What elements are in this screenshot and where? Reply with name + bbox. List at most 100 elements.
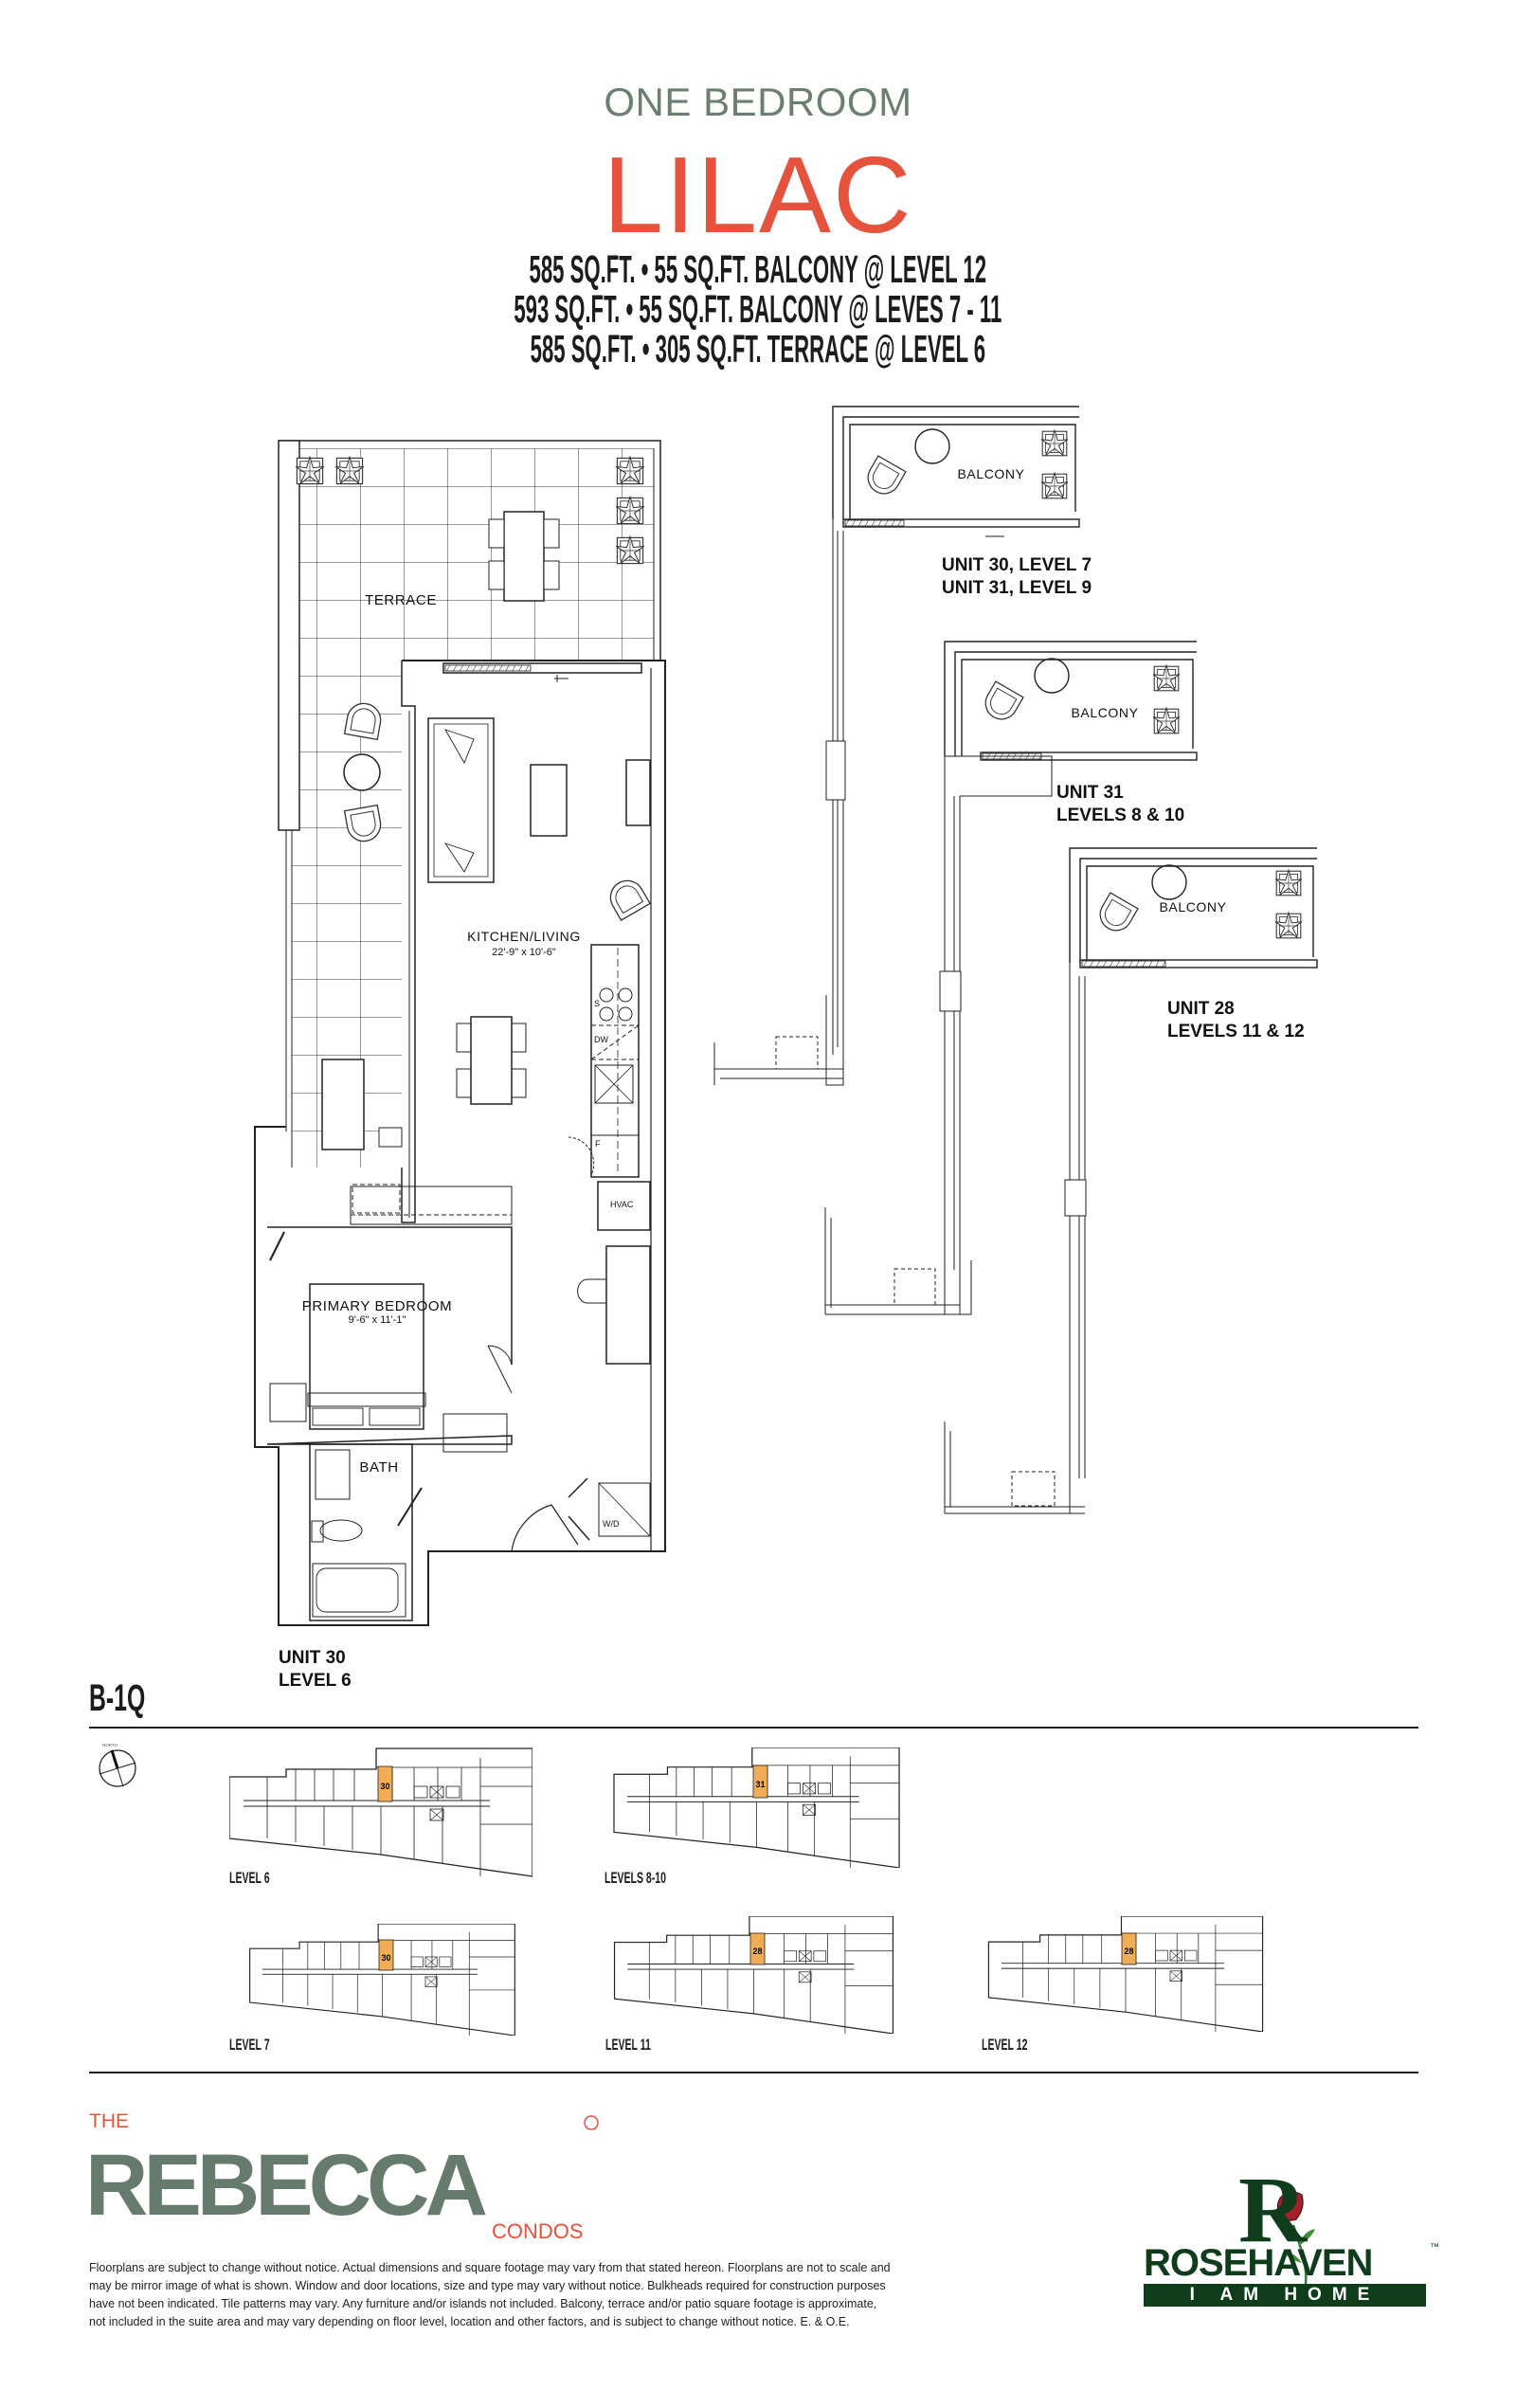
desk	[605, 1245, 651, 1365]
disclaimer-line: may be mirror image of what is shown. Wi…	[89, 2279, 886, 2292]
balcony-plan-unit30-31	[713, 406, 1080, 1086]
hvac-closet	[597, 1181, 651, 1231]
coffee-table	[530, 764, 568, 837]
spec-text: 593 SQ.FT. • 55 SQ.FT. BALCONY @ LEVES 7…	[514, 287, 1002, 331]
room-dims-kitchen-living: 22'-9" x 10'-6"	[492, 947, 556, 958]
label-dishwasher: DW	[594, 1035, 608, 1044]
disclaimer-line: Floorplans are subject to change without…	[89, 2261, 891, 2274]
kitchen-counter	[590, 944, 640, 1178]
divider	[89, 2072, 1418, 2073]
brand-the: THE	[89, 2110, 129, 2132]
terrace-table	[503, 511, 545, 602]
model-name: LILAC	[603, 136, 913, 256]
disclaimer-line: not included in the suite area and may v…	[89, 2315, 850, 2328]
unit-level: LEVEL 6	[279, 1671, 352, 1691]
plant-icon	[615, 535, 645, 565]
compass-label: NORTH	[102, 1743, 117, 1747]
bed	[309, 1283, 424, 1430]
key-plan-levels-8-10: 31	[613, 1747, 900, 1868]
bath	[309, 1443, 413, 1621]
caption-line: LEVELS 8 & 10	[1056, 806, 1185, 825]
disclaimer-line: have not been indicated. Tile patterns m…	[89, 2297, 877, 2310]
bathtub	[312, 1563, 406, 1618]
key-plan-label: LEVEL 6	[229, 1869, 270, 1887]
suite-code: B-1Q	[89, 1677, 146, 1719]
rosehaven-logo: R ROSEHAVEN ™ I AM HOME	[1144, 2157, 1439, 2314]
trademark: ™	[1430, 2242, 1439, 2253]
sofa	[427, 717, 495, 883]
balcony-plan-caption: UNIT 31 LEVELS 8 & 10	[1056, 782, 1184, 827]
label-washer-dryer: W/D	[603, 1519, 620, 1529]
toilet	[319, 1519, 363, 1542]
rosehaven-initial: R	[1238, 2157, 1308, 2262]
terrace-lounger	[321, 1059, 365, 1150]
logo-ring-icon	[584, 2115, 599, 2130]
brand-rebecca-logo: REBECCA	[85, 2137, 488, 2234]
tv-unit	[625, 759, 651, 826]
key-plan-label: LEVEL 11	[605, 2036, 651, 2054]
key-plan-unit-number: 30	[381, 1953, 390, 1963]
balcony-plan-unit28	[944, 847, 1318, 1514]
disclaimer: Floorplans are subject to change without…	[89, 2259, 891, 2331]
key-plan-level-7: 30	[248, 1924, 516, 2036]
main-plan-unit: UNIT 30 LEVEL 6	[279, 1647, 352, 1693]
unit-type-title: ONE BEDROOM	[604, 80, 912, 124]
caption-line: UNIT 30, LEVEL 7	[942, 555, 1092, 575]
caption-line: LEVELS 11 & 12	[1167, 1022, 1305, 1041]
balcony-plan-unit31	[824, 641, 1198, 1315]
key-plan-label: LEVELS 8-10	[605, 1869, 667, 1887]
balcony-label: BALCONY	[957, 466, 1025, 481]
key-plan-label: LEVEL 7	[229, 2036, 270, 2054]
key-plan-level-11: 28	[613, 1916, 894, 2034]
key-plan-unit-number: 28	[1124, 1946, 1133, 1956]
vanity	[315, 1449, 351, 1500]
spec-line-2: 593 SQ.FT. • 55 SQ.FT. BALCONY @ LEVES 7…	[0, 290, 1516, 329]
divider	[89, 1727, 1418, 1729]
unit-outline	[254, 660, 666, 1626]
nightstand	[269, 1383, 307, 1422]
unit-number: UNIT 30	[279, 1648, 346, 1668]
rose-icon	[1276, 2191, 1315, 2285]
plant-icon	[615, 456, 645, 485]
caption-line: UNIT 28	[1167, 999, 1235, 1019]
spec-text: 585 SQ.FT. • 55 SQ.FT. BALCONY @ LEVEL 1…	[529, 247, 987, 291]
key-plan-unit-number: 28	[752, 1946, 762, 1956]
caption-line: UNIT 31, LEVEL 9	[942, 578, 1092, 598]
key-plan-level-12: 28	[987, 1916, 1264, 2032]
terrace-edge	[279, 440, 661, 661]
washer-dryer	[598, 1482, 651, 1537]
key-plan-label: LEVEL 12	[982, 2036, 1028, 2054]
balcony-plan-caption: UNIT 30, LEVEL 7 UNIT 31, LEVEL 9	[942, 554, 1092, 600]
terrace-sliding-door	[442, 662, 642, 674]
key-plan-level-6: 30	[229, 1747, 532, 1877]
main-floorplan	[254, 440, 666, 1626]
label-fridge: F	[595, 1139, 601, 1149]
terrace-wall	[278, 440, 300, 831]
north-compass-icon: NORTH	[99, 1743, 136, 1787]
room-label-kitchen-living: KITCHEN/LIVING	[467, 929, 581, 944]
plant-icon	[295, 456, 325, 485]
spec-text: 585 SQ.FT. • 305 SQ.FT. TERRACE @ LEVEL …	[530, 327, 986, 371]
brand-condos: CONDOS	[492, 2219, 584, 2243]
dining-table	[470, 1016, 513, 1105]
caption-line: UNIT 31	[1056, 783, 1124, 803]
terrace-tiles	[292, 448, 654, 1168]
balcony-label: BALCONY	[1071, 705, 1139, 720]
room-label-bath: BATH	[359, 1459, 399, 1476]
label-hvac: HVAC	[610, 1200, 634, 1209]
key-plan-unit-number: 30	[380, 1782, 389, 1791]
plant-icon	[615, 496, 645, 525]
label-stove: S	[594, 999, 601, 1008]
entry-door	[511, 1504, 579, 1552]
balcony-plan-caption: UNIT 28 LEVELS 11 & 12	[1167, 998, 1305, 1043]
plant-icon	[334, 456, 365, 485]
spec-line-1: 585 SQ.FT. • 55 SQ.FT. BALCONY @ LEVEL 1…	[0, 250, 1516, 289]
spec-line-3: 585 SQ.FT. • 305 SQ.FT. TERRACE @ LEVEL …	[0, 330, 1516, 369]
room-label-bedroom: PRIMARY BEDROOM	[301, 1298, 453, 1314]
room-label-terrace: TERRACE	[365, 592, 437, 608]
key-plan-unit-number: 31	[755, 1780, 765, 1789]
balcony-label: BALCONY	[1159, 899, 1227, 914]
rosehaven-tagline: I AM HOME	[1144, 2284, 1426, 2307]
